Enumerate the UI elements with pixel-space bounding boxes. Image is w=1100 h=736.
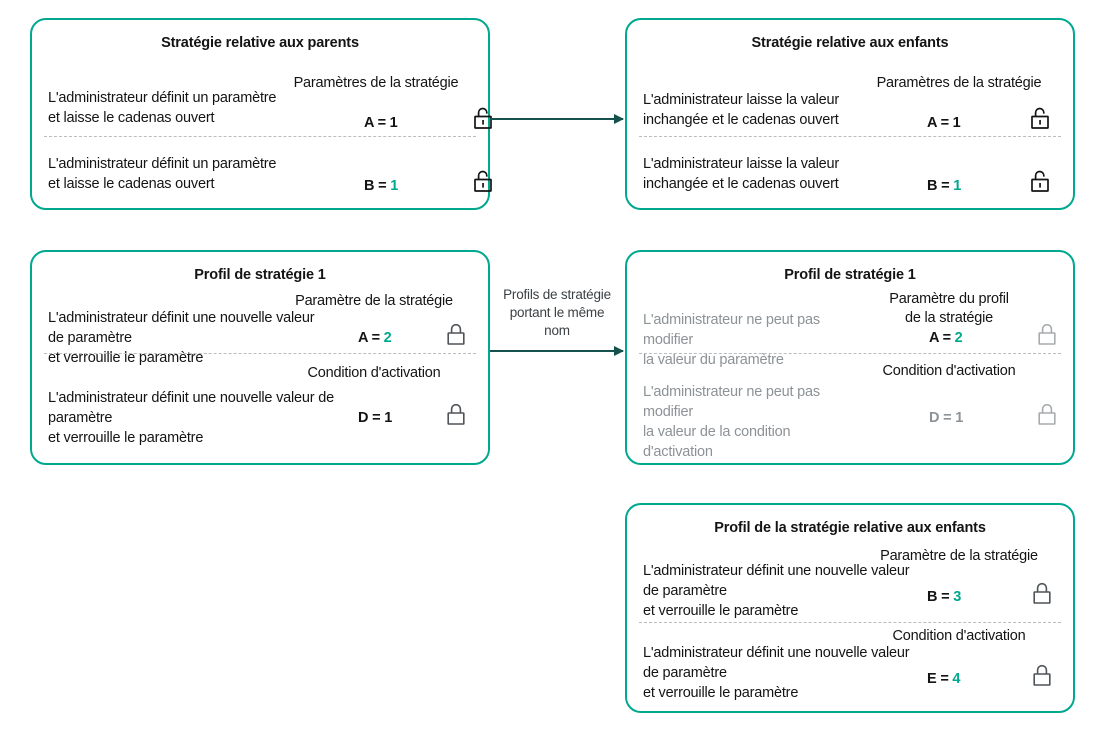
row-description: L'administrateur définit une nouvelle va…	[48, 390, 334, 446]
card-policy-profile-right-title: Profil de stratégie 1	[784, 267, 916, 283]
row-value: A = 2	[358, 330, 392, 346]
row-value: D = 1	[929, 410, 963, 426]
row-value-key: A	[927, 115, 937, 131]
row-value-separator: =	[938, 330, 955, 346]
lock-open-icon	[472, 169, 494, 193]
row-divider	[639, 622, 1061, 623]
card-child-policy-profile-title: Profil de la stratégie relative aux enfa…	[714, 520, 986, 536]
card-policy-profile-left-title: Profil de stratégie 1	[194, 267, 326, 283]
card-child-policy-profile: Profil de la stratégie relative aux enfa…	[625, 503, 1075, 713]
row-divider	[44, 353, 476, 354]
row-value-key: B	[927, 178, 938, 194]
row-value-number: 1	[390, 178, 399, 194]
row-description: L'administrateur définit une nouvelle va…	[643, 563, 910, 619]
lock-closed-icon	[445, 402, 467, 426]
lock-closed-icon	[1031, 663, 1053, 687]
row-divider	[639, 136, 1061, 137]
lock-open-icon	[1029, 169, 1051, 193]
row-divider	[44, 136, 476, 137]
row-value-key: D	[358, 410, 369, 426]
row-header: Condition d'activation	[882, 363, 1016, 379]
row-header: Paramètre du profil de la stratégie	[889, 291, 1009, 326]
row-value-separator: =	[367, 330, 384, 346]
lock-closed-icon	[1036, 402, 1058, 426]
row-value-separator: =	[939, 410, 956, 426]
lock-closed-icon	[445, 322, 467, 346]
card-parent-policy: Stratégie relative aux parents Paramètre…	[30, 18, 492, 210]
row-value-number: 1	[955, 410, 964, 426]
lock-closed-icon	[1036, 322, 1058, 346]
row-value: A = 1	[927, 115, 961, 131]
row-value-number: 1	[389, 115, 398, 131]
row-description: L'administrateur définit un paramètre et…	[48, 90, 277, 126]
row-header: Paramètres de la stratégie	[293, 75, 459, 91]
row-description: L'administrateur laisse la valeur inchan…	[643, 92, 840, 128]
row-value-separator: =	[937, 589, 954, 605]
row-value-number: 1	[952, 115, 961, 131]
row-description: L'administrateur définit une nouvelle va…	[643, 645, 910, 701]
row-description: L'administrateur ne peut pas modifier la…	[643, 312, 820, 368]
row-value-key: A	[364, 115, 374, 131]
row-header: Condition d'activation	[307, 365, 441, 381]
row-value-number: 4	[952, 671, 961, 687]
row-value: B = 3	[927, 589, 961, 605]
row-value-key: A	[358, 330, 368, 346]
card-policy-profile-right: Profil de stratégie 1 Paramètre du profi…	[625, 250, 1075, 465]
row-value-separator: =	[936, 671, 953, 687]
row-header: Paramètre de la stratégie	[295, 293, 453, 309]
row-value-separator: =	[937, 178, 954, 194]
row-value-separator: =	[368, 410, 385, 426]
row-value-key: A	[929, 330, 939, 346]
row-description: L'administrateur définit une nouvelle va…	[48, 310, 315, 366]
row-value-key: B	[927, 589, 938, 605]
row-value-separator: =	[374, 178, 391, 194]
row-value: D = 1	[358, 410, 392, 426]
row-header: Paramètres de la stratégie	[876, 75, 1042, 91]
row-value-number: 3	[953, 589, 962, 605]
row-divider	[639, 353, 1061, 354]
row-value-number: 2	[383, 330, 392, 346]
row-value-separator: =	[936, 115, 953, 131]
row-value-key: B	[364, 178, 375, 194]
row-header: Condition d'activation	[892, 628, 1026, 644]
card-parent-policy-title: Stratégie relative aux parents	[161, 35, 359, 51]
row-value: B = 1	[364, 178, 398, 194]
connector-label-middle: Profils de stratégie portant le même nom	[503, 287, 611, 338]
row-description: L'administrateur définit un paramètre et…	[48, 156, 277, 192]
row-value: E = 4	[927, 671, 960, 687]
row-value: A = 1	[364, 115, 398, 131]
row-value: B = 1	[927, 178, 961, 194]
row-value-key: D	[929, 410, 940, 426]
lock-open-icon	[1029, 106, 1051, 130]
row-value-key: E	[927, 671, 937, 687]
lock-open-icon	[472, 106, 494, 130]
connector-arrow-middle	[490, 346, 624, 356]
card-child-policy-title: Stratégie relative aux enfants	[751, 35, 949, 51]
row-value-number: 1	[384, 410, 393, 426]
row-value: A = 2	[929, 330, 963, 346]
card-child-policy: Stratégie relative aux enfants Paramètre…	[625, 18, 1075, 210]
row-value-separator: =	[373, 115, 390, 131]
connector-arrow-top	[490, 114, 624, 124]
row-header: Paramètre de la stratégie	[880, 548, 1038, 564]
row-value-number: 2	[954, 330, 963, 346]
row-description: L'administrateur laisse la valeur inchan…	[643, 156, 840, 192]
card-policy-profile-left: Profil de stratégie 1 Paramètre de la st…	[30, 250, 490, 465]
lock-closed-icon	[1031, 581, 1053, 605]
row-description: L'administrateur ne peut pas modifier la…	[643, 384, 820, 460]
row-value-number: 1	[953, 178, 962, 194]
